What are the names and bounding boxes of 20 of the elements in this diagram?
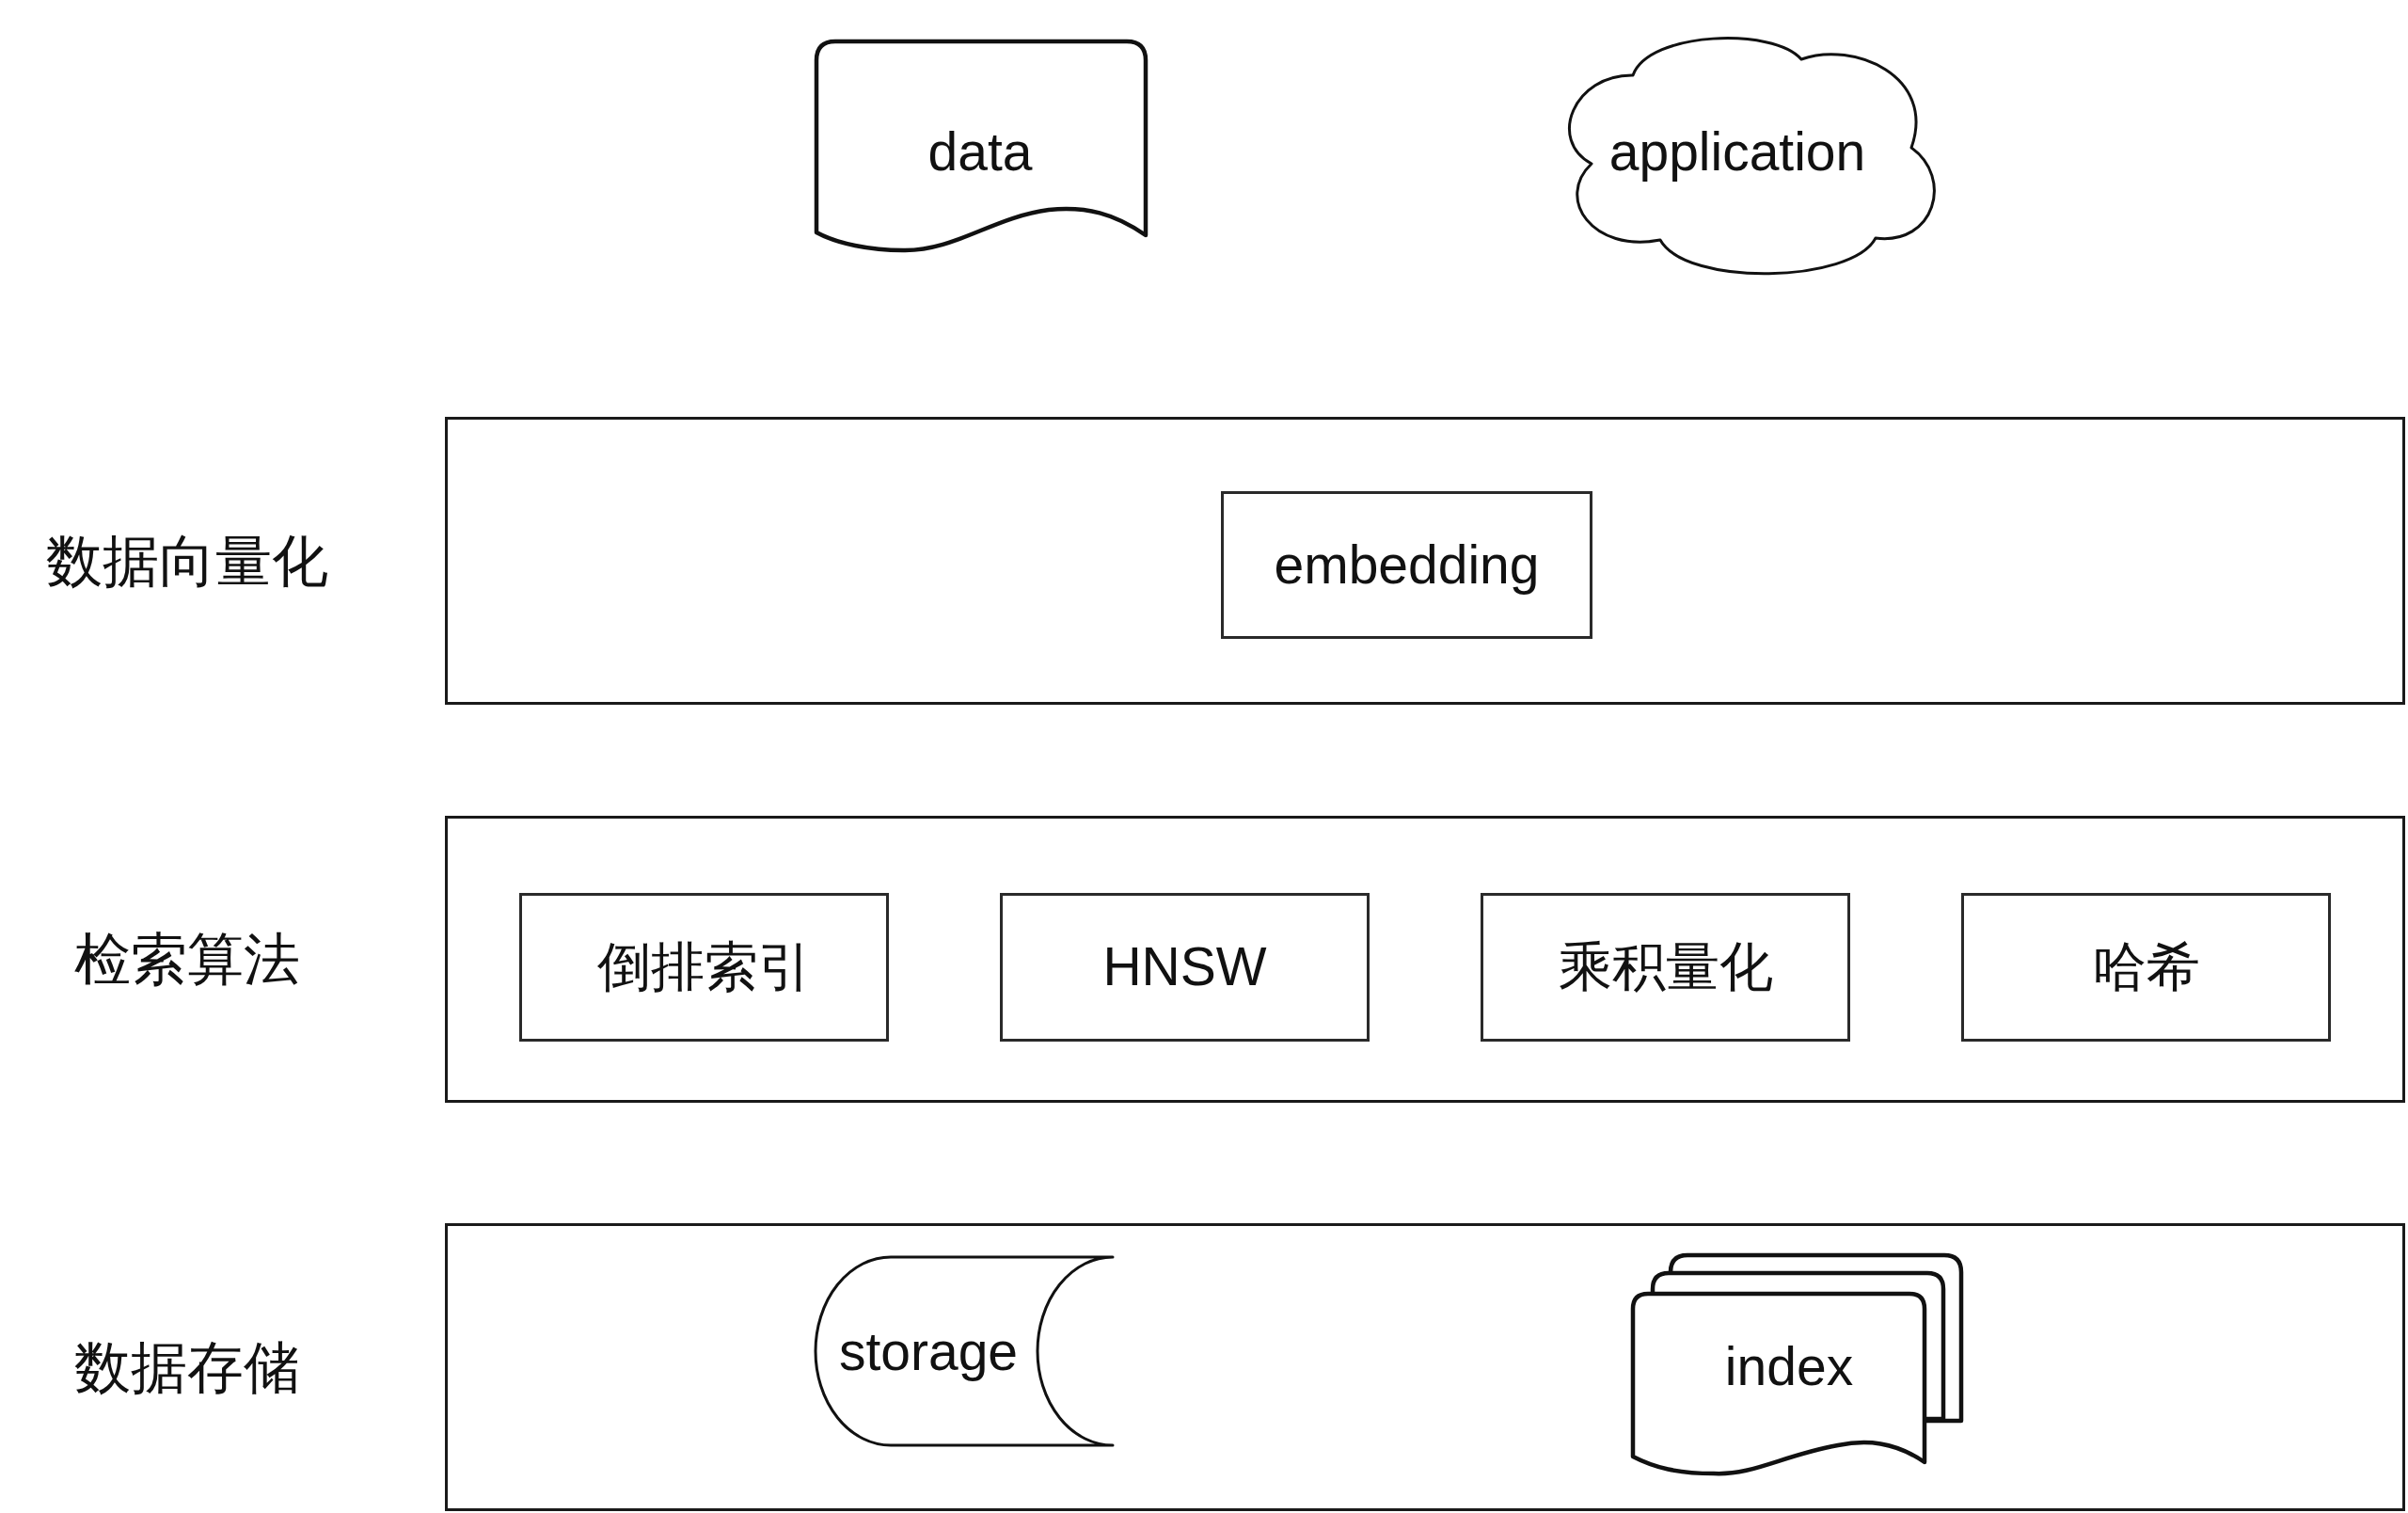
node-label: index [1724, 1336, 1854, 1398]
process-box [1221, 491, 1592, 639]
node-label: storage [838, 1321, 1019, 1383]
layer-heading: 数据存储 [74, 1334, 300, 1400]
node-label: data [927, 121, 1033, 183]
layer-heading: 检索算法 [74, 927, 300, 992]
node-label: HNSW [1102, 936, 1267, 998]
process-box [519, 893, 889, 1042]
node-label: application [1608, 121, 1866, 183]
node-label: 哈希 [2092, 936, 2200, 998]
document-shape [814, 39, 1149, 253]
stored-data-shape [814, 1255, 1115, 1447]
node-label: 倒排索引 [596, 936, 812, 998]
node-label: embedding [1274, 534, 1540, 597]
node-label: 乘积量化 [1558, 936, 1773, 998]
multi-document-shape [1631, 1253, 1963, 1475]
process-box [1000, 893, 1370, 1042]
layer-heading: 数据向量化 [46, 528, 328, 594]
process-box [1481, 893, 1850, 1042]
process-box [1961, 893, 2331, 1042]
